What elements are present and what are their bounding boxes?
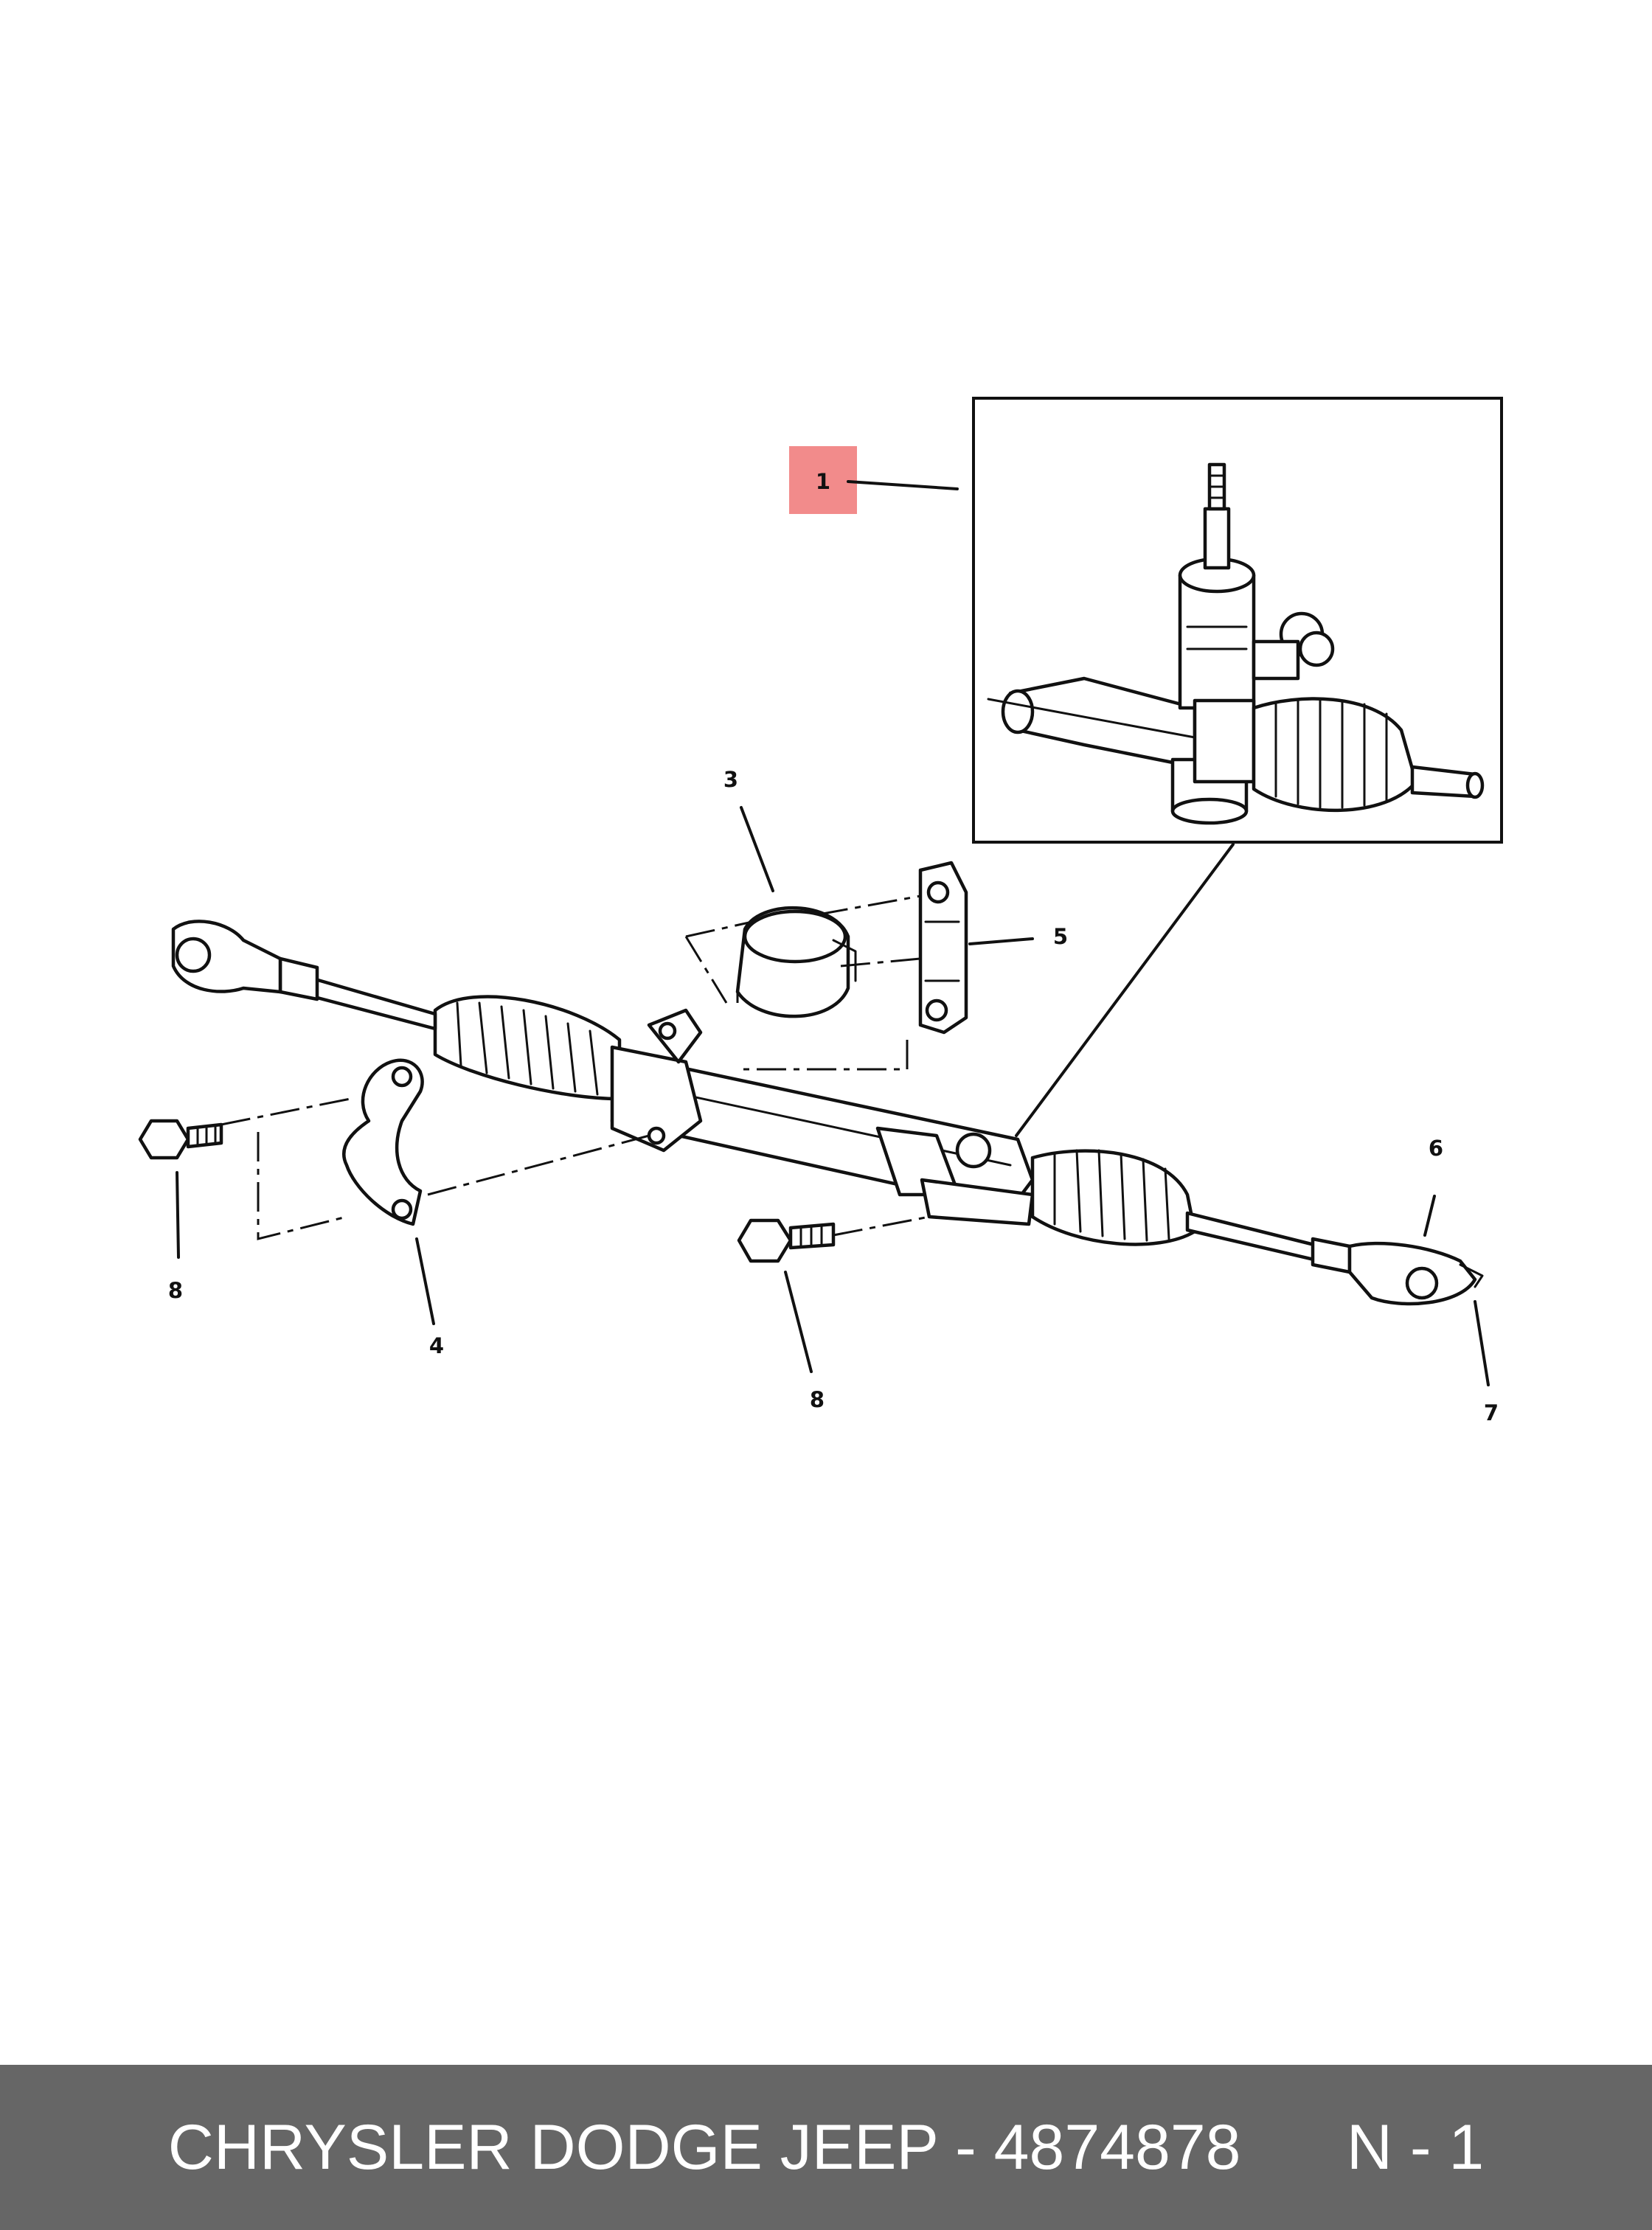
part-4-clamp [342,1058,424,1226]
bolt-left [138,1119,223,1160]
part-3-bushing [735,906,857,1018]
assembly-line-3 [684,920,753,1004]
footer-text: CHRYSLER DODGE JEEP - 4874878 N - 1 [167,2112,1485,2183]
callout-8-left: 8 [168,1278,183,1303]
leader-5 [968,937,1034,945]
leader-7 [1474,1300,1490,1386]
callout-8-center: 8 [810,1387,825,1412]
callout-7: 7 [1484,1400,1499,1425]
footer-bar: CHRYSLER DODGE JEEP - 4874878 N - 1 [0,2065,1652,2230]
leader-3 [740,806,774,892]
leader-inset [1015,843,1235,1137]
callout-4: 4 [429,1333,444,1358]
leader-4 [415,1237,435,1325]
callout-3: 3 [723,767,738,792]
callout-1-highlight [789,446,857,514]
callout-5: 5 [1053,924,1068,949]
assembly-line-5 [738,895,921,1071]
part-5-bracket [918,861,968,1035]
leader-8-left [176,1171,180,1259]
inset-detail [972,397,1503,844]
leader-8-center [784,1271,813,1373]
leader-1 [847,480,959,490]
steering-rack-diagram: 1 [138,397,1503,1425]
leader-6 [1423,1195,1436,1237]
callout-6: 6 [1429,1136,1443,1161]
assembly-line-8 [833,1215,930,1237]
callout-1: 1 [816,469,830,494]
assembly-line-4 [221,1097,650,1240]
bolt-center [737,1218,836,1263]
main-rack [171,920,1484,1306]
